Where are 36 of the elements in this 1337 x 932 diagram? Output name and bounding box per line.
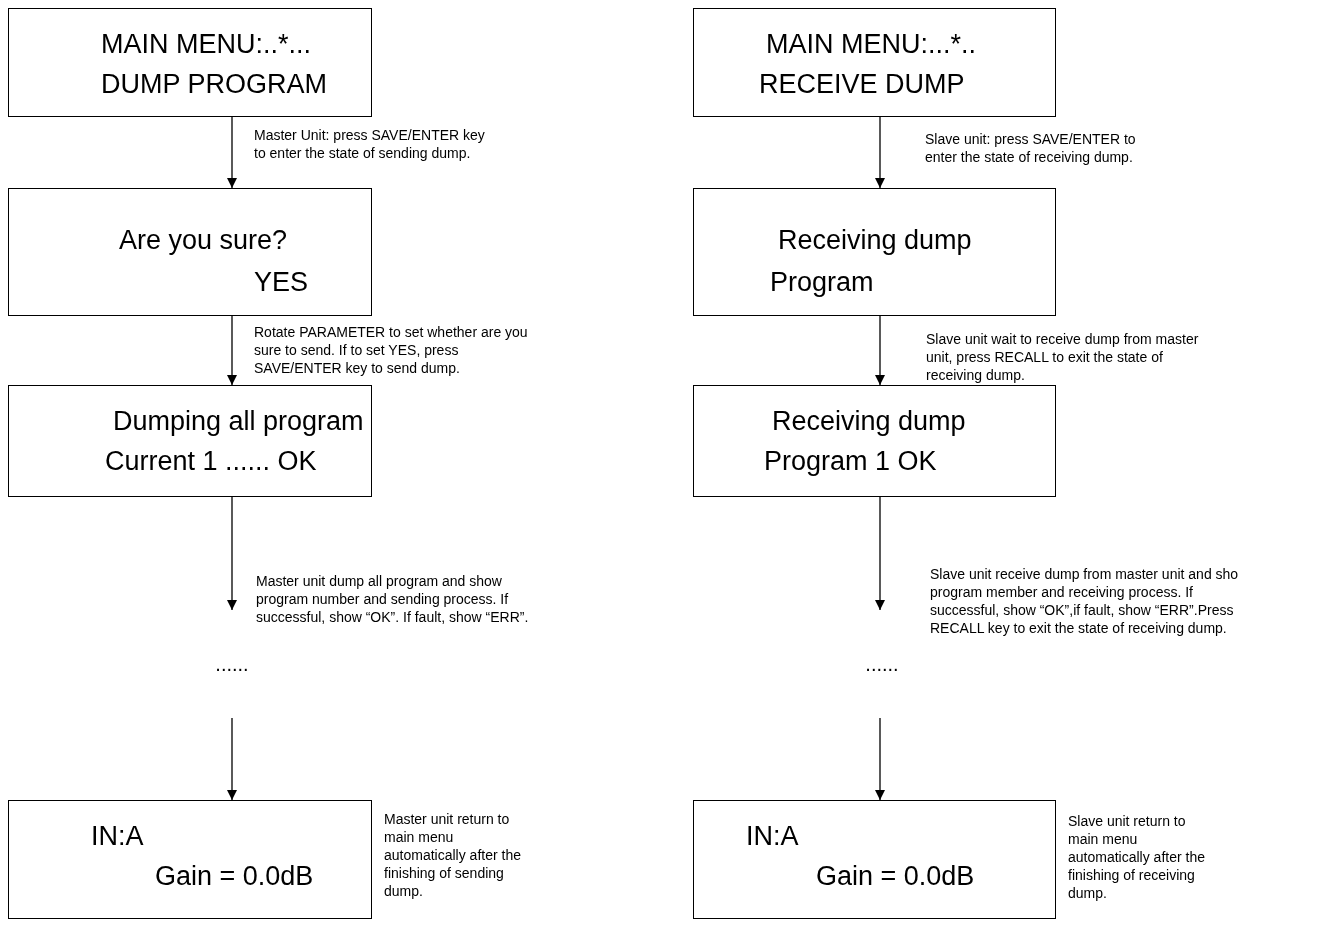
arrow (875, 717, 885, 801)
edge-label: Rotate PARAMETER to set whether are you sure to send. If to set YES, press SAVE/ENTER key to send dump. (254, 323, 529, 377)
arrow (227, 315, 237, 386)
arrow (227, 717, 237, 801)
arrow (875, 116, 885, 189)
lcd-display-box (8, 385, 372, 497)
display-text: RECEIVE DUMP (759, 71, 965, 98)
lcd-display-box (8, 188, 372, 316)
display-text: Receiving dump (778, 227, 972, 254)
arrow (875, 315, 885, 386)
arrow (227, 116, 237, 189)
display-text: Program (770, 269, 874, 296)
display-text: DUMP PROGRAM (101, 71, 328, 98)
lcd-display-box (693, 188, 1056, 316)
display-text: IN:A (91, 823, 144, 850)
display-text: YES (254, 269, 309, 296)
display-text: Current 1 ...... OK (105, 448, 317, 475)
display-text: Receiving dump (772, 408, 966, 435)
edge-label: Slave unit receive dump from master unit and sho program member and receiving process. If successful, show “OK”,if fault, show “ERR”.Press RECALL key to exit the state of receiving dump. (930, 565, 1240, 637)
arrow (227, 496, 237, 611)
lcd-display-box (8, 8, 372, 117)
lcd-display-box (8, 800, 372, 919)
lcd-display-box (693, 385, 1056, 497)
display-text: MAIN MENU:..*... (101, 31, 311, 58)
display-text: Are you sure? (119, 227, 288, 254)
display-text: Program 1 OK (764, 448, 937, 475)
lcd-display-box (693, 800, 1056, 919)
display-text: MAIN MENU:...*.. (766, 31, 976, 58)
lcd-display-box (693, 8, 1056, 117)
display-text: IN:A (746, 823, 799, 850)
display-text: Dumping all program (113, 408, 364, 435)
arrow (875, 496, 885, 611)
edge-label: Slave unit wait to receive dump from master unit, press RECALL to exit the state of receiving dump. (926, 330, 1201, 384)
display-text: Gain = 0.0dB (816, 863, 975, 890)
ellipsis-text: ...... (840, 610, 924, 718)
display-text: Gain = 0.0dB (155, 863, 314, 890)
